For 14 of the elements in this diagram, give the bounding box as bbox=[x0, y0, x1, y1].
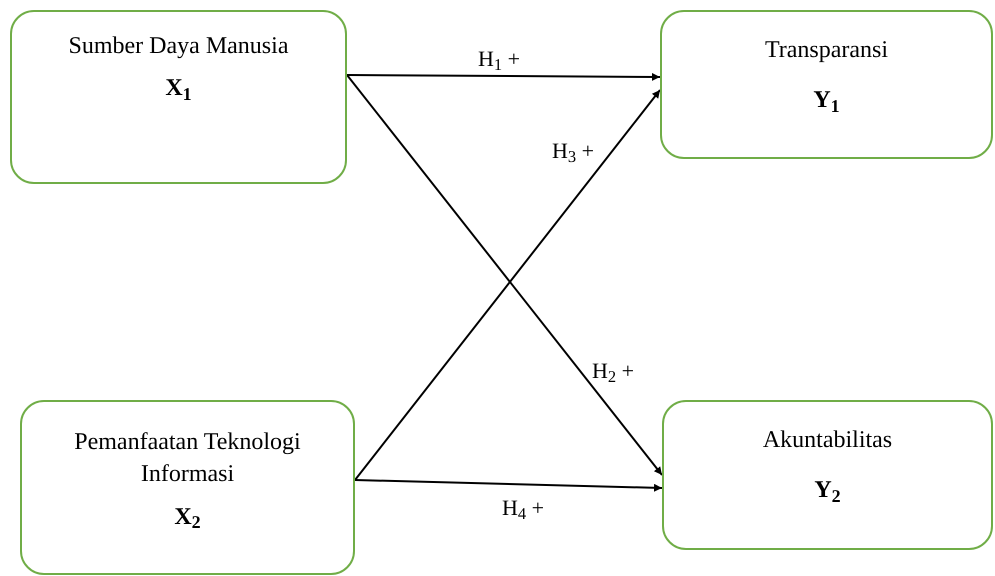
variable-symbol: Y$_{2}$ bbox=[814, 478, 841, 502]
arrow bbox=[347, 72, 660, 81]
arrow bbox=[354, 479, 662, 492]
variable-box bbox=[10, 10, 347, 184]
variable-name: Sumber Daya Manusia bbox=[68, 32, 290, 61]
variable-box bbox=[20, 400, 355, 575]
variable-box bbox=[660, 10, 993, 159]
variable-symbol: X$_{1}$ bbox=[165, 76, 192, 100]
variable-name: Transparansi bbox=[764, 36, 890, 65]
variable-symbol: Y$_{1}$ bbox=[813, 88, 840, 112]
variable-name: Pemanfaatan Teknologi Informasi bbox=[73, 428, 302, 490]
variable-symbol: X$_{2}$ bbox=[174, 504, 201, 529]
variable-box bbox=[662, 400, 993, 550]
variable-name: Akuntabilitas bbox=[762, 426, 894, 455]
